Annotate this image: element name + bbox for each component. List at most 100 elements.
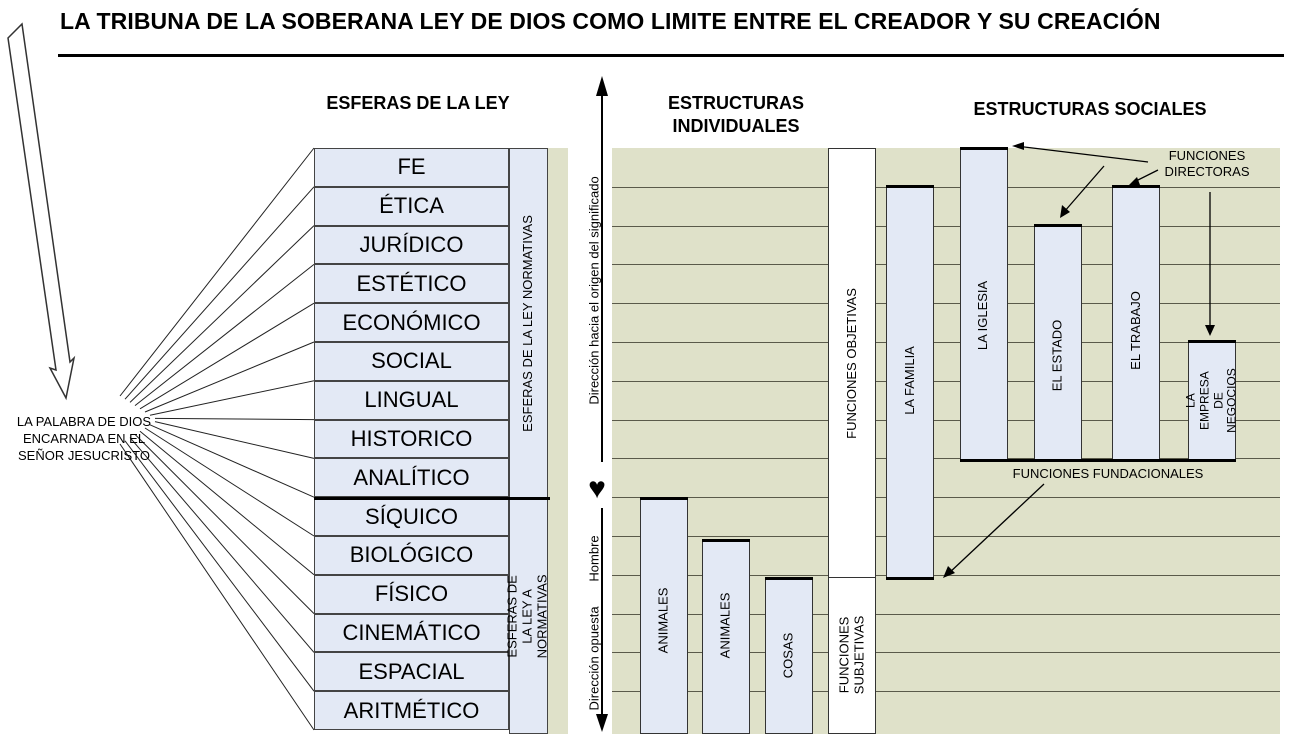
fan-line [129, 225, 315, 403]
heart-icon: ♥ [588, 472, 606, 505]
sphere-14: ESPACIAL [314, 652, 509, 692]
sphere-11: BIOLÓGICO [314, 536, 509, 575]
fan-line [124, 440, 315, 692]
sphere-5: ECONÓMICO [314, 303, 509, 342]
sphere-10: SÍQUICO [314, 497, 509, 536]
fan-line [149, 424, 315, 498]
gridline [612, 614, 1280, 615]
fan-line [134, 264, 315, 406]
social-label: EL ESTADO [1049, 319, 1065, 391]
title-rule [58, 54, 1284, 57]
gridline [612, 342, 1280, 343]
non-normative-spheres-box [509, 498, 548, 734]
social-bar-familia [886, 186, 934, 579]
bar-top-rule [1112, 185, 1160, 188]
arrow-icon [1012, 142, 1024, 150]
normative-divider [314, 497, 550, 500]
direction-column [568, 148, 612, 734]
gridline [612, 497, 1280, 498]
normative-spheres-label: ESFERAS DE LA LEY NORMATIVAS [520, 214, 536, 432]
hombre-label: Hombre [586, 534, 602, 582]
sphere-13: CINEMÁTICO [314, 613, 509, 653]
sphere-8: HISTORICO [314, 419, 509, 459]
fan-line [144, 341, 315, 413]
funciones-subjetivas-label: FUNCIONES SUBJETIVAS [836, 615, 867, 695]
fan-line [154, 421, 315, 459]
social-bar-empresa [1188, 341, 1236, 461]
arrow-up-icon [596, 76, 608, 96]
individual-bar-animales-2 [702, 540, 750, 734]
individual-bar-animales-1 [640, 498, 688, 734]
sphere-1: FE [314, 148, 509, 187]
arrow-icon [1129, 177, 1140, 185]
bar-top-rule [960, 147, 1008, 150]
header-spheres: ESFERAS DE LA LEY [326, 93, 510, 113]
fan-line [119, 147, 315, 397]
gridline [612, 420, 1280, 421]
fan-line [154, 417, 315, 421]
bar-bottom-rule [886, 577, 934, 580]
word-of-god-label: LA PALABRA DE DIOS ENCARNADA EN EL SEÑOR… [16, 414, 152, 463]
social-bar-trabajo [1112, 186, 1160, 461]
gridline [612, 187, 1280, 188]
bar-top-rule [1034, 224, 1082, 227]
social-bar-estado [1034, 225, 1082, 461]
funciones-directoras-label: FUNCIONES DIRECTORAS [1164, 148, 1250, 179]
fan-line [134, 434, 315, 614]
gridline [612, 303, 1280, 304]
social-bar-iglesia [960, 148, 1008, 461]
sphere-4: ESTÉTICO [314, 264, 509, 304]
normative-spheres-box [509, 148, 548, 498]
header-social-structures: ESTRUCTURAS SOCIALES [973, 99, 1207, 119]
individual-label: ANIMALES [655, 587, 671, 653]
social-label: LA EMPRESA DE NEGOCIOS [1183, 368, 1239, 434]
gridline [612, 264, 1280, 265]
fan-line [139, 430, 315, 576]
individual-label: ANIMALES [717, 592, 733, 658]
funciones-objetivas-box [828, 148, 876, 578]
fan-line [119, 443, 315, 731]
bar-top-rule [702, 539, 750, 542]
gridline [612, 691, 1280, 692]
sphere-3: JURÍDICO [314, 225, 509, 265]
gridline [612, 536, 1280, 537]
sphere-15: ARITMÉTICO [314, 691, 509, 730]
arrow-icon [943, 566, 955, 578]
sphere-2: ÉTICA [314, 186, 509, 226]
direction-up-label: Dirección hacia el origen del significad… [586, 175, 602, 405]
fan-lines [119, 147, 315, 731]
funciones-fundacionales-label: FUNCIONES FUNDACIONALES [1012, 466, 1204, 481]
social-label: LA IGLESIA [975, 280, 991, 350]
sphere-6: SOCIAL [314, 342, 509, 381]
fan-line [124, 186, 315, 400]
arrow-icon [1060, 205, 1070, 218]
gridline [612, 652, 1280, 653]
header-individual-structures: ESTRUCTURAS INDIVIDUALES [667, 93, 804, 136]
descending-arrow-icon [7, 22, 76, 401]
sphere-7: LINGUAL [314, 380, 509, 420]
gridline [612, 381, 1280, 382]
sphere-12: FÍSICO [314, 574, 509, 614]
foundational-line [960, 459, 1236, 462]
funciones-subjetivas-box [828, 578, 876, 734]
bar-top-rule [886, 185, 934, 188]
fan-line [149, 380, 315, 416]
arrow-icon [1205, 325, 1215, 336]
gridline [612, 226, 1280, 227]
bar-top-rule [765, 577, 813, 580]
social-label: EL TRABAJO [1127, 290, 1143, 370]
social-label: LA FAMILIA [901, 345, 917, 415]
sphere-9: ANALÍTICO [314, 458, 509, 498]
individual-label: COSAS [780, 632, 796, 678]
bar-top-rule [640, 497, 688, 500]
gridline [612, 458, 1280, 459]
funciones-objetivas-label: FUNCIONES OBJETIVAS [843, 287, 859, 439]
non-normative-spheres-label: ESFERAS DE LA LEY A NORMATIVAS [505, 573, 550, 659]
page-title: LA TRIBUNA DE LA SOBERANA LEY DE DIOS CO… [60, 8, 1161, 34]
arrow-down-icon [596, 714, 608, 732]
fan-line [129, 437, 315, 653]
direction-down-label: Dirección opuesta [586, 605, 602, 711]
individual-bar-cosas [765, 578, 813, 734]
fan-line [144, 427, 315, 537]
